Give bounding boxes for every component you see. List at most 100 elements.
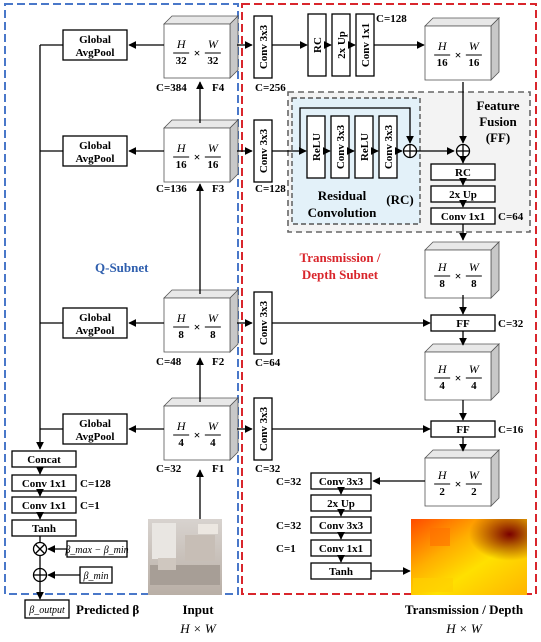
conv3x3-f2: Conv 3x3 [254,292,272,354]
out-c32b: C=32 [276,520,302,532]
c256-label: C=256 [255,82,286,94]
out-c32a: C=32 [276,476,302,488]
transmission-subnet-label-1: Transmission / [299,250,380,265]
multiply-node [34,543,47,556]
dec-16-times: × [455,48,462,62]
feature-cube-f4: H32W32× [164,16,238,78]
f1-label: F1 [212,463,224,475]
q-c1: C=1 [80,500,100,512]
ff-conv1x1: Conv 1x1 [431,208,495,224]
enc-f4-w-den: 32 [207,55,219,67]
f4-label: F4 [212,82,225,94]
svg-text:ReLU: ReLU [311,133,323,161]
enc-f2-w-num: W [208,311,219,325]
out-tanh: Tanh [311,563,371,579]
c16-ff-label: C=16 [498,424,524,436]
input-label: Input [182,602,214,617]
dec-8-w-den: 8 [471,278,477,290]
enc-f1-w-num: W [208,419,219,433]
enc-f4-h-den: 32 [176,55,188,67]
svg-text:Concat: Concat [27,454,61,466]
dec-2-times: × [455,477,462,491]
dec-2-h-den: 2 [439,486,445,498]
svg-text:Global: Global [79,312,111,324]
add-node-q [34,569,47,582]
conv3x3-f4: Conv 3x3 [254,16,272,78]
out-conv3x3-b: Conv 3x3 [311,517,371,533]
svg-text:ReLU: ReLU [359,133,371,161]
svg-text:Conv 3x3: Conv 3x3 [319,520,364,532]
q-subnet-label: Q-Subnet [95,260,149,275]
relu-2: ReLU [355,116,373,178]
f3-channels: C=136 [156,183,187,195]
svg-text:RC: RC [312,37,324,53]
svg-text:AvgPool: AvgPool [76,153,115,165]
dec-2-h-num: H [437,468,448,482]
f2-label: F2 [212,356,225,368]
enc-f3-w-den: 16 [207,159,219,171]
feature-fusion-label-1: Feature [476,98,519,113]
enc-f3-h-den: 16 [176,159,188,171]
decoder-cube-8: H8W8× [425,242,499,298]
enc-f1-h-num: H [176,419,187,433]
residual-label-abbr: (RC) [386,192,413,207]
svg-text:Conv 3x3: Conv 3x3 [258,300,270,345]
enc-f3-h-num: H [176,141,187,155]
feature-cube-f2: H8W8× [164,290,238,352]
c128-f3-label: C=128 [255,183,286,195]
svg-text:Conv 1x1: Conv 1x1 [441,211,485,223]
svg-text:Conv 3x3: Conv 3x3 [335,124,347,169]
enc-f3-w-num: W [208,141,219,155]
dec-4-w-num: W [469,362,480,376]
svg-text:AvgPool: AvgPool [76,325,115,337]
input-size: H × W [179,621,217,636]
beta-output-box: β_output [25,600,69,618]
svg-text:Conv 1x1: Conv 1x1 [360,23,372,67]
enc-f2-h-den: 8 [178,329,184,341]
residual-label-2: Convolution [308,205,377,220]
svg-text:β_min: β_min [83,571,109,582]
out-conv3x3-a: Conv 3x3 [311,473,371,489]
feature-fusion-label-3: (FF) [486,130,511,145]
dec-8-w-num: W [469,260,480,274]
svg-text:RC: RC [455,167,471,179]
ff-up2x: 2x Up [431,186,495,202]
svg-text:Tanh: Tanh [32,523,56,535]
svg-text:Conv 1x1: Conv 1x1 [22,500,66,512]
svg-text:Global: Global [79,418,111,430]
dec-16-h-den: 16 [437,57,449,69]
input-image [148,519,222,595]
add-node-rc [404,145,417,158]
global-avgpool-4: Global AvgPool [63,30,127,60]
feature-fusion-label-2: Fusion [479,114,517,129]
enc-f4-h-num: H [176,37,187,51]
svg-text:Conv 3x3: Conv 3x3 [319,476,364,488]
f1-channels: C=32 [156,463,182,475]
up2x-top: 2x Up [332,14,350,76]
c64-ff-label: C=64 [498,211,524,223]
svg-text:Global: Global [79,34,111,46]
svg-text:FF: FF [456,318,470,330]
f4-channels: C=384 [156,82,187,94]
dec-4-h-den: 4 [439,380,445,392]
ff-block-2: FF [431,315,495,331]
dec-4-h-num: H [437,362,448,376]
out-conv1x1: Conv 1x1 [311,540,371,556]
svg-text:Conv 3x3: Conv 3x3 [258,406,270,451]
enc-f1-times: × [194,428,201,442]
out-up2x: 2x Up [311,495,371,511]
svg-text:AvgPool: AvgPool [76,47,115,59]
add-node-ff [457,145,470,158]
svg-text:Conv 1x1: Conv 1x1 [319,543,363,555]
beta-min-box: β_min [80,567,112,583]
dec-16-h-num: H [437,39,448,53]
rc-conv3x3-2: Conv 3x3 [379,116,397,178]
out-c1: C=1 [276,543,296,555]
transmission-depth-output-image [411,519,527,595]
dec-2-w-den: 2 [471,486,477,498]
residual-label-1: Residual [318,188,367,203]
global-avgpool-3: Global AvgPool [63,136,127,166]
dec-4-w-den: 4 [471,380,477,392]
ff-block-1: FF [431,421,495,437]
